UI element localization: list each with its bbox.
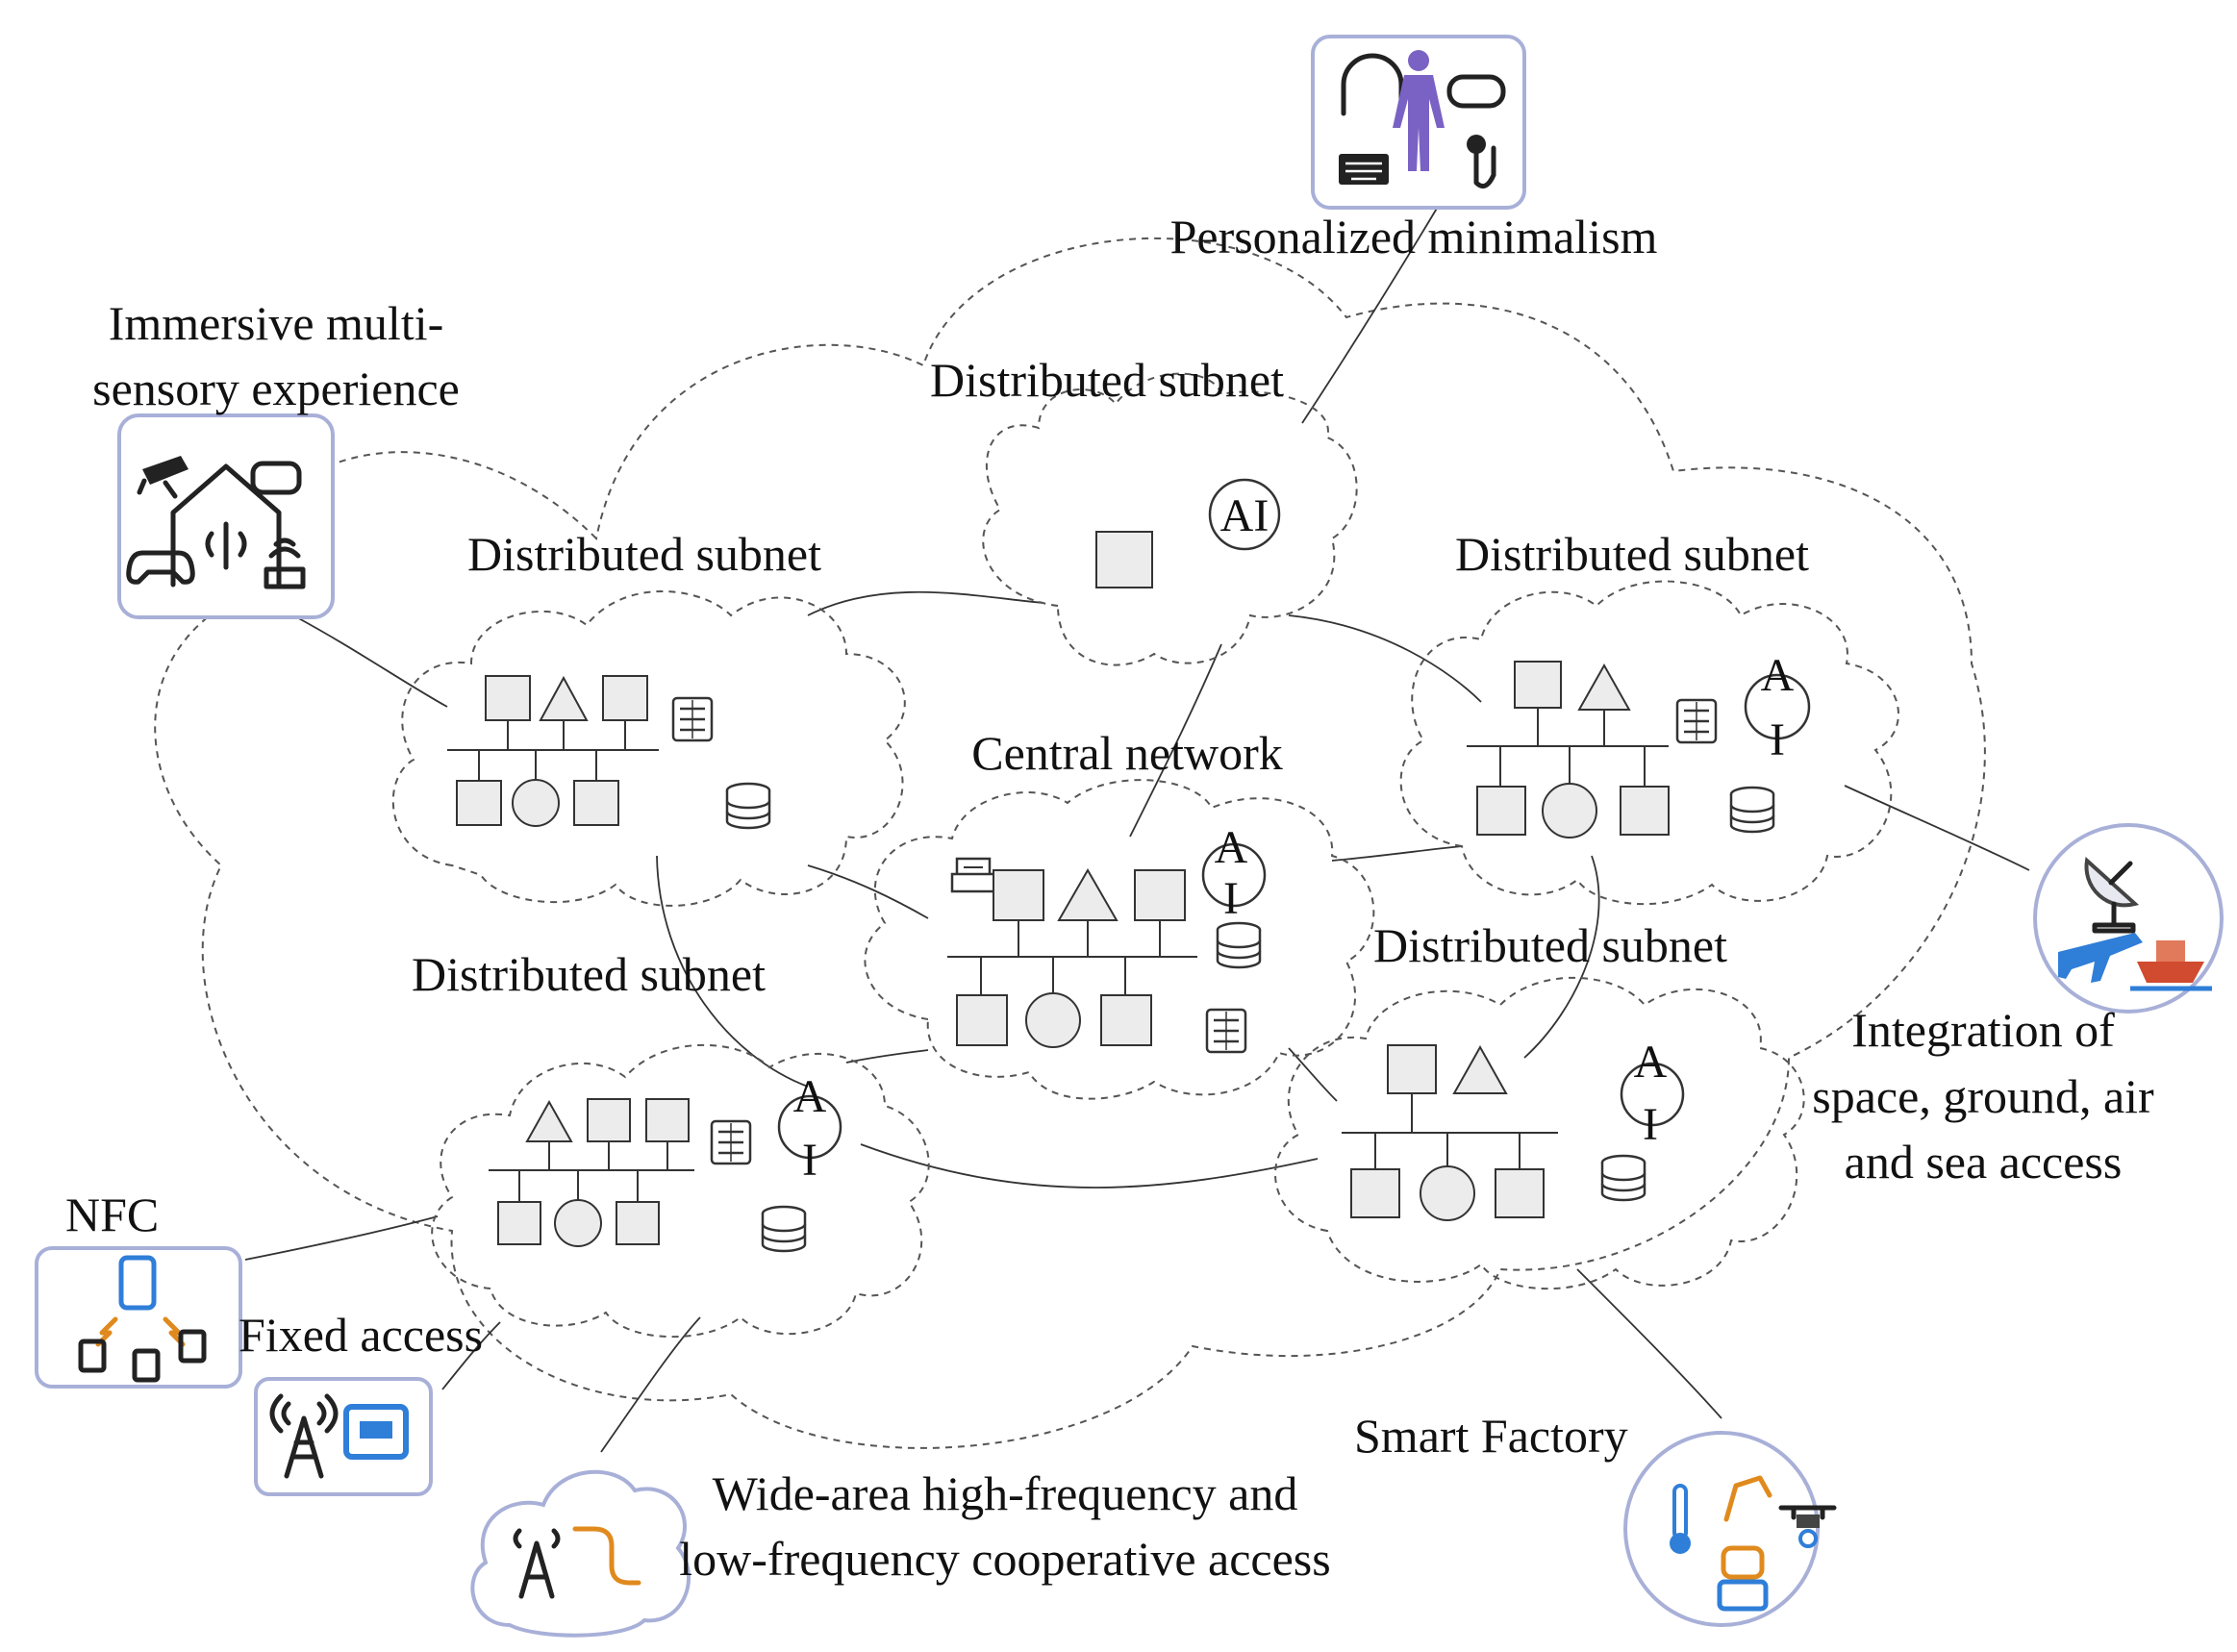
ethernet-port-icon (343, 1404, 409, 1460)
subnet-bottom-right: A I (1274, 976, 1805, 1290)
personalized-minimalism-icon-box (1311, 35, 1526, 210)
device-icon (132, 1348, 161, 1383)
subnet-right: A I (1399, 580, 1899, 906)
label-subnet-bottom-right: Distributed subnet (1373, 918, 1727, 972)
ai-label-a: A (793, 1071, 827, 1122)
ship-icon (2130, 940, 2212, 991)
satellite-dish-icon (2084, 857, 2140, 934)
label-personalized-minimalism: Personalized minimalism (1170, 210, 1658, 263)
antenna-tower-icon (269, 1393, 339, 1479)
label-nfc: NFC (65, 1188, 159, 1241)
antenna-tower-icon (513, 1528, 561, 1599)
subnet-bottom-left: A I (431, 1043, 930, 1339)
label-integration-line1: Integration of (1851, 1003, 2115, 1057)
label-integration-line3: and sea access (1845, 1135, 2123, 1189)
device-icon (78, 1339, 107, 1373)
ai-label-i: I (1643, 1099, 1658, 1150)
ai-label-i: I (802, 1135, 817, 1186)
label-wide-area-line1: Wide-area high-frequency and (713, 1466, 1298, 1520)
wide-area-access-icon-cloud (470, 1469, 691, 1638)
label-subnet-right: Distributed subnet (1455, 527, 1809, 581)
ai-label: AI (1220, 490, 1269, 541)
smart-factory-icon-ring (1623, 1431, 1837, 1627)
human-body-icon (1393, 50, 1445, 171)
label-fixed-access: Fixed access (239, 1308, 483, 1362)
cctv-camera-icon (137, 456, 189, 499)
device-icon (178, 1329, 207, 1364)
vr-glasses-icon (250, 461, 302, 495)
label-immersive-line2: sensory experience (92, 362, 460, 415)
gamepad-icon (126, 550, 195, 585)
thermometer-icon (1670, 1484, 1691, 1554)
vr-headset-icon (1446, 74, 1506, 109)
ai-label-a: A (1761, 650, 1795, 701)
label-subnet-left: Distributed subnet (467, 527, 821, 581)
robot-icon (1717, 1545, 1769, 1612)
immersive-experience-icon-box (117, 413, 335, 619)
central-network: A I (864, 779, 1375, 1100)
drone-icon (1778, 1505, 1837, 1548)
headphones-icon (1341, 53, 1404, 116)
label-subnet-top: Distributed subnet (930, 353, 1284, 407)
ai-label-i: I (1223, 873, 1239, 924)
house-icon (170, 463, 282, 588)
label-central-network: Central network (971, 726, 1283, 780)
robot-arm-icon (1723, 1475, 1772, 1522)
outer-cloud-boundary (154, 237, 1986, 1449)
label-immersive-line1: Immersive multi- (109, 296, 444, 350)
label-smart-factory: Smart Factory (1354, 1409, 1628, 1463)
router-icon (264, 538, 306, 589)
ai-label-i: I (1770, 714, 1785, 765)
subnet-left (391, 590, 906, 907)
network-links (244, 206, 2030, 1453)
ai-label-a: A (1215, 822, 1248, 873)
nfc-icon-box (35, 1246, 242, 1389)
integration-icon-ring (2033, 823, 2224, 1014)
smartphone-icon (118, 1255, 157, 1311)
ai-label-a: A (1634, 1037, 1668, 1088)
airplane-icon (2058, 933, 2143, 983)
antenna-signal-icon (205, 521, 247, 570)
label-subnet-bottom-left: Distributed subnet (412, 947, 766, 1001)
microphone-icon (1467, 135, 1496, 189)
cable-icon (572, 1526, 641, 1586)
label-integration-line2: space, ground, air (1812, 1069, 2154, 1123)
subnet-top: AI (982, 372, 1358, 666)
printer-icon (950, 857, 996, 893)
keyboard-icon (1339, 154, 1389, 185)
label-wide-area-line2: low-frequency cooperative access (679, 1532, 1330, 1586)
fixed-access-icon-box (254, 1377, 433, 1496)
